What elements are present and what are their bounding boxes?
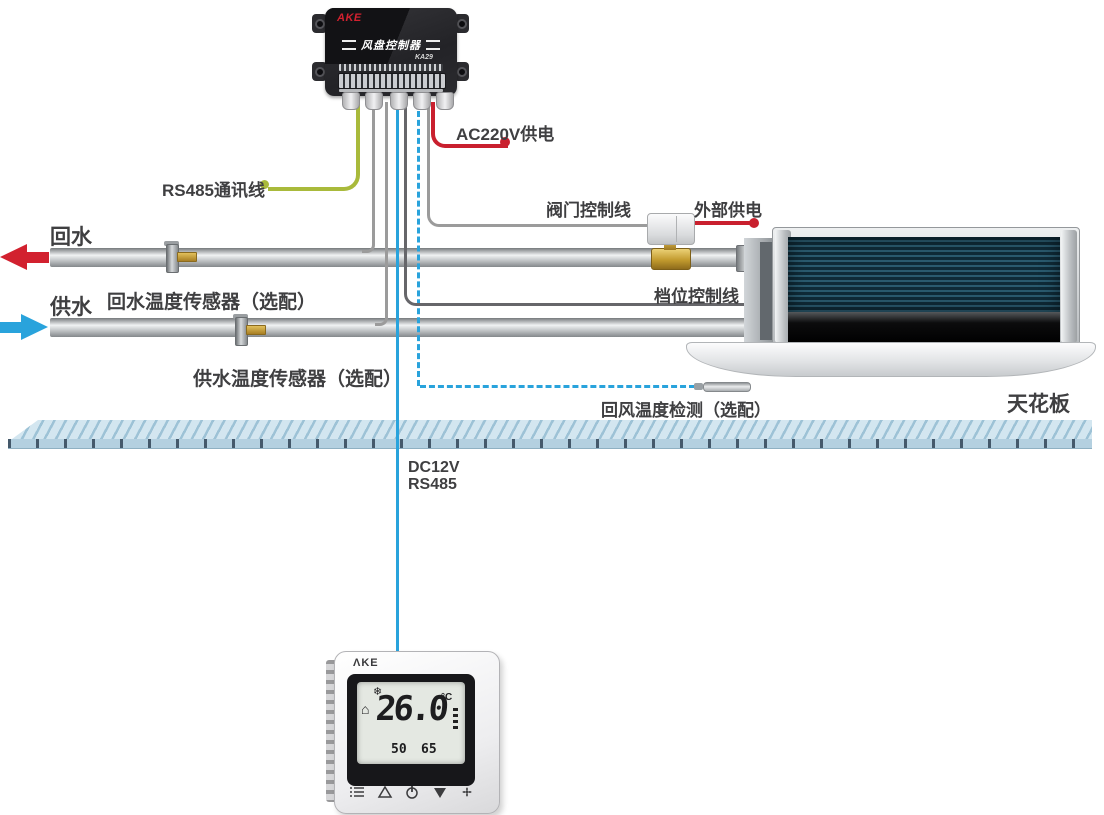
lcd-value-left: 50 [391, 742, 407, 757]
label-ac220-power: AC220V供电 [456, 125, 555, 144]
return-water-arrow-head [0, 244, 27, 270]
thermostat-brand-logo: ΛKE [353, 657, 379, 669]
return-air-probe [703, 382, 751, 392]
label-fan-speed-control: 档位控制线 [654, 287, 739, 306]
supply-water-pipe [50, 318, 758, 337]
fan-speed-control-wire [404, 102, 748, 306]
title-decor-bar [342, 40, 356, 50]
label-rs485-comm: RS485通讯线 [162, 181, 265, 200]
supply-water-sensor-fitting [246, 325, 266, 335]
label-supply-water-sensor: 供水温度传感器（选配） [193, 369, 403, 390]
cable-gland [413, 92, 431, 110]
controller-mounting-ear [454, 62, 469, 81]
rs485-wire-endpoint-dot [260, 180, 269, 189]
terminal-strip-row-main [338, 73, 446, 89]
cable-gland [365, 92, 383, 110]
fancoil-pipe-bracket-inner [760, 242, 773, 340]
fancoil-left-cap [775, 230, 791, 343]
supply-water-arrow-shaft [0, 322, 24, 333]
terminal-strip-labels [339, 89, 443, 92]
fancoil-bottom-panel [788, 312, 1060, 343]
house-icon: ⌂ [361, 701, 370, 717]
title-decor-bar [426, 40, 440, 50]
fancoil-drain-pan [686, 342, 1096, 377]
label-ceiling: 天花板 [1007, 393, 1070, 416]
lcd-value-right: 65 [421, 742, 437, 757]
controller-gloss-panel [325, 8, 457, 64]
controller-brand-logo: AKE [337, 12, 362, 24]
fan-button [459, 785, 475, 799]
fancoil-right-cap [1061, 230, 1077, 343]
valve-stem [664, 241, 676, 250]
label-return-air-sensor: 回风温度检测（选配） [601, 401, 771, 420]
fan-coil-controller: AKE 风盘控制器 KA29 [325, 8, 457, 96]
ceiling-slab-top [12, 420, 1092, 439]
label-return-water-sensor: 回水温度传感器（选配） [107, 292, 317, 313]
down-button [432, 785, 448, 799]
external-power-wire [691, 221, 753, 225]
fancoil-coil-fins [788, 237, 1060, 312]
label-return-water: 回水 [50, 226, 92, 249]
label-external-power: 外部供电 [694, 201, 762, 220]
thermostat-bezel: ❄ ⌂ 26.0 °C 50 65 [347, 674, 475, 786]
controller-title-row: 风盘控制器 [335, 37, 447, 53]
supply-sensor-wire [375, 102, 388, 326]
return-air-probe-connector [694, 383, 703, 390]
thermostat-lcd: ❄ ⌂ 26.0 °C 50 65 [357, 682, 465, 764]
ac220v-wire-endpoint-dot [500, 137, 510, 147]
ac220v-power-wire [431, 102, 508, 148]
temperature-unit: °C [441, 692, 453, 703]
return-water-sensor-fitting [177, 252, 197, 262]
cable-gland [390, 92, 408, 110]
return-air-sensor-wire-vertical [417, 102, 420, 386]
return-water-pipe [50, 248, 774, 267]
controller-mounting-ear [312, 14, 327, 33]
label-supply-water: 供水 [50, 296, 92, 319]
controller-mounting-ear [454, 14, 469, 33]
controller-title: 风盘控制器 [361, 40, 421, 52]
label-valve-control: 阀门控制线 [546, 201, 631, 220]
return-air-sensor-wire-horizontal [420, 385, 695, 388]
power-button [404, 785, 420, 799]
cable-gland [436, 92, 454, 110]
temperature-display: 26.0 [374, 689, 448, 729]
return-water-sensor-cap [164, 241, 179, 246]
thermostat: ΛKE ❄ ⌂ 26.0 °C 50 65 [334, 651, 500, 814]
controller-mounting-ear [312, 62, 327, 81]
cable-gland [342, 92, 360, 110]
valve-actuator [647, 213, 695, 245]
valve-control-wire [427, 102, 652, 227]
return-water-arrow-shaft [24, 252, 49, 263]
external-power-endpoint-dot [749, 218, 759, 228]
ceiling-slab-front [8, 439, 1092, 449]
controller-model: KA29 [415, 54, 433, 61]
fan-speed-bars-icon [453, 708, 458, 730]
label-dc12v: DC12V [408, 459, 460, 476]
terminal-strip-row-top [339, 64, 443, 71]
up-button [377, 785, 393, 799]
label-rs485-bus: RS485 [408, 476, 457, 493]
supply-water-arrow-head [21, 314, 48, 340]
return-sensor-wire [362, 102, 375, 253]
thermostat-button-row [349, 782, 475, 802]
dc12v-rs485-bus-wire [396, 102, 399, 658]
rs485-comm-wire [268, 102, 360, 191]
supply-water-sensor-cap [233, 314, 248, 319]
menu-button [349, 785, 365, 799]
snowflake-cooling-icon: ❄ [373, 686, 383, 698]
